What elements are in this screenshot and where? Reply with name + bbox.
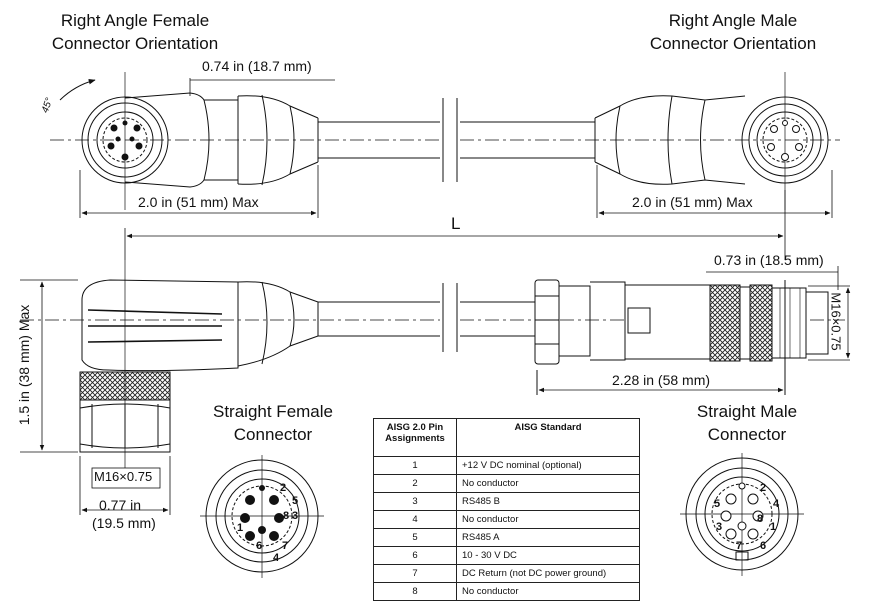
height-dimension — [20, 279, 171, 515]
dim-male-length: 2.28 in (58 mm) — [612, 372, 711, 388]
pin-label-male-4: 4 — [773, 498, 780, 510]
pin-label-male-8: 8 — [757, 513, 764, 525]
title-line: Connector Orientation — [649, 34, 817, 53]
title-ra-male: Right Angle Male Connector Orientation — [628, 9, 838, 55]
pin-number-cell: 5 — [373, 528, 457, 547]
ra-female-top-view — [50, 72, 440, 210]
title-line: Connector — [707, 425, 787, 444]
pin-description-cell: +12 V DC nominal (optional) — [456, 456, 640, 475]
title-line: Connector Orientation — [51, 34, 219, 53]
pin-description-cell: No conductor — [456, 582, 640, 601]
dim-length: L — [451, 214, 461, 233]
pin-number-cell: 8 — [373, 582, 457, 601]
pin-label-female-7: 7 — [282, 540, 289, 552]
pin-description-cell: DC Return (not DC power ground) — [456, 564, 640, 583]
pin-label-male-1: 1 — [770, 521, 777, 533]
title-straight-female: Straight Female Connector — [193, 400, 353, 446]
table-row: 1+12 V DC nominal (optional) — [373, 456, 640, 475]
pin-label-female-5: 5 — [292, 495, 299, 507]
pin-label-female-8: 8 — [283, 510, 290, 522]
pin-label-male-6: 6 — [760, 540, 767, 552]
pin-description-cell: No conductor — [456, 474, 640, 493]
pin-description-cell: RS485 A — [456, 528, 640, 547]
pin-label-female-3: 3 — [292, 510, 299, 522]
ra-male-top-pins — [767, 120, 803, 161]
pin-label-female-2: 2 — [280, 482, 287, 494]
pin-description-cell: 10 - 30 V DC — [456, 546, 640, 565]
title-straight-male: Straight Male Connector — [672, 400, 822, 446]
dim-male-head: 0.73 in (18.5 mm) — [714, 252, 824, 268]
straight-female-face — [200, 455, 324, 578]
dim-nut-width-in: 0.77 in — [99, 497, 142, 513]
ra-female-top-pins — [107, 120, 143, 161]
pin-label-female-4: 4 — [273, 552, 280, 564]
pin-label-male-3: 3 — [716, 521, 723, 533]
dim-nut-width-mm: (19.5 mm) — [92, 515, 156, 531]
dim-right-max: 2.0 in (51 mm) Max — [632, 194, 753, 210]
cable-break-side — [440, 283, 460, 352]
cable-break-top — [440, 98, 460, 182]
pin-label-male-2: 2 — [760, 482, 767, 494]
pin-assignment-table: AISG 2.0 Pin Assignments AISG Standard 1… — [373, 418, 640, 601]
top-dimension-lines — [79, 78, 833, 260]
dim-thread-female: M16×0.75 — [94, 469, 153, 484]
straight-male-side-view — [460, 266, 851, 395]
pin-number-cell: 3 — [373, 492, 457, 511]
table-header-standard: AISG Standard — [456, 418, 640, 457]
title-line: Connector — [233, 425, 313, 444]
pin-description-cell: No conductor — [456, 510, 640, 529]
straight-male-face — [680, 453, 804, 576]
ra-male-top-view — [460, 72, 840, 210]
table-header-row: AISG 2.0 Pin Assignments AISG Standard — [373, 418, 640, 457]
pin-number-cell: 1 — [373, 456, 457, 475]
pin-number-cell: 4 — [373, 510, 457, 529]
dim-left-max: 2.0 in (51 mm) Max — [138, 194, 259, 210]
pin-label-female-1: 1 — [237, 522, 244, 534]
ra-female-side-view — [20, 260, 440, 480]
pin-label-male-7: 7 — [736, 540, 743, 552]
pin-label-male-5: 5 — [714, 498, 721, 510]
title-line: Straight Male — [696, 402, 798, 421]
title-line: Right Angle Male — [668, 11, 798, 30]
pin-description-cell: RS485 B — [456, 492, 640, 511]
dim-thread-male: M16×0.75 — [828, 292, 844, 351]
dim-top-head-width: 0.74 in (18.7 mm) — [202, 58, 312, 74]
title-line: Right Angle Female — [60, 11, 210, 30]
pin-number-cell: 6 — [373, 546, 457, 565]
title-ra-female: Right Angle Female Connector Orientation — [30, 9, 240, 55]
dim-height-max: 1.5 in (38 mm) Max — [16, 304, 32, 426]
pin-number-cell: 7 — [373, 564, 457, 583]
table-header-pin: AISG 2.0 Pin Assignments — [373, 418, 457, 457]
pin-number-cell: 2 — [373, 474, 457, 493]
pin-label-female-6: 6 — [256, 540, 263, 552]
title-line: Straight Female — [213, 402, 333, 421]
